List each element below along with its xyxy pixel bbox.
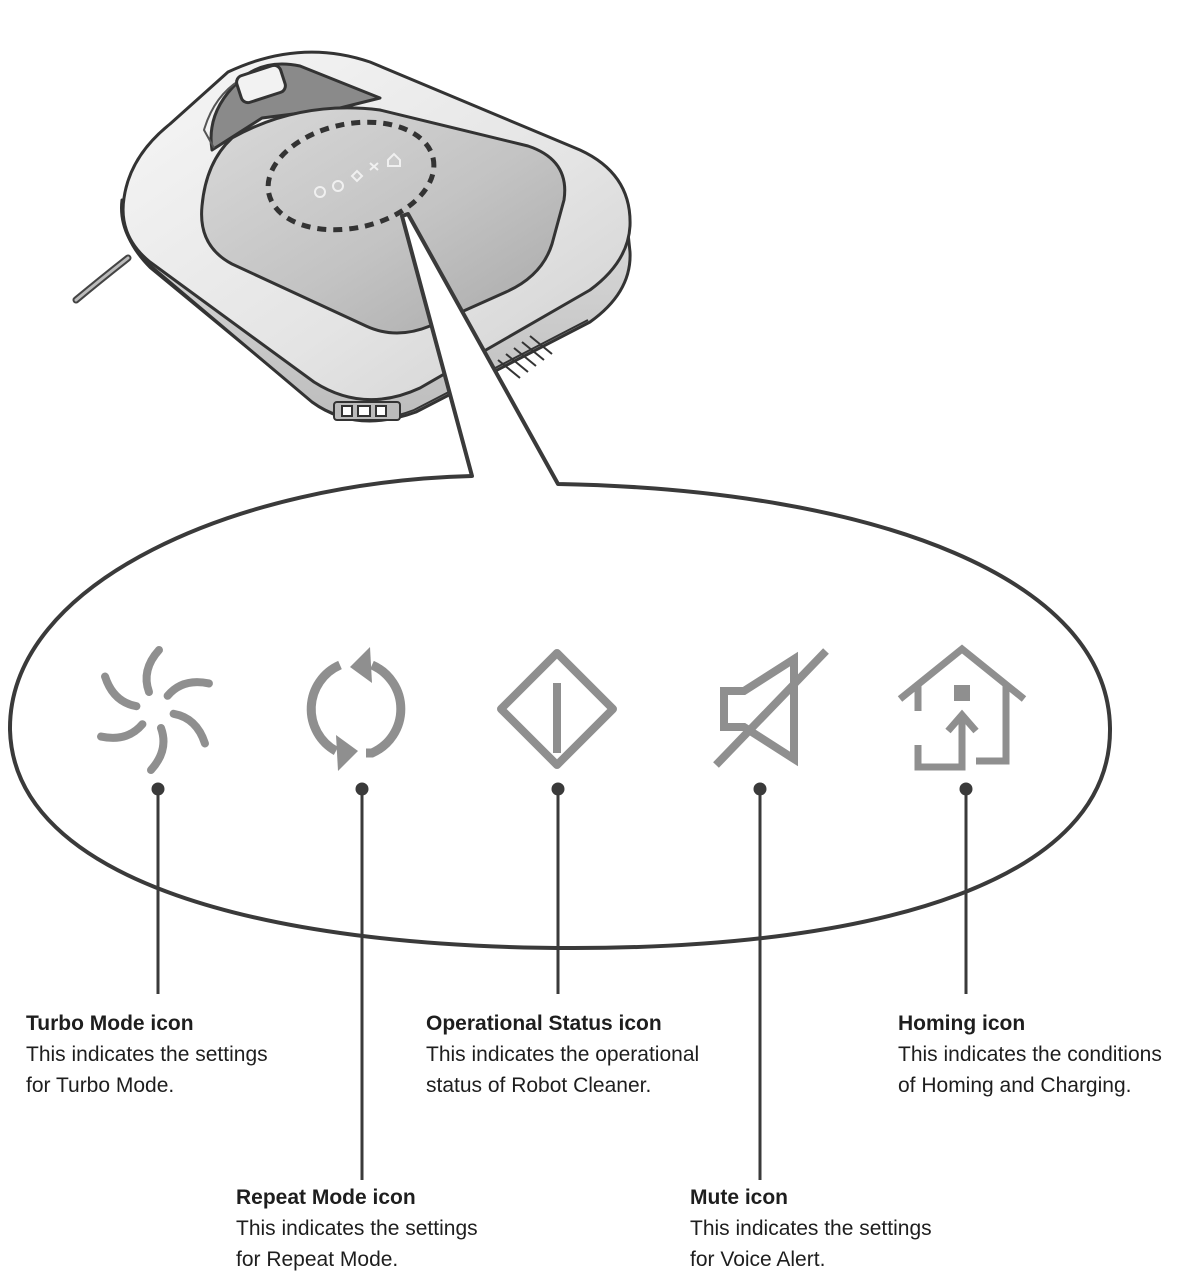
callout-bubble [7,212,1113,950]
robot-camera [235,63,287,105]
callout-outline [7,212,1113,950]
turbo-mode-label: Turbo Mode icon This indicates the setti… [26,1008,268,1101]
turbo-mode-desc-line2: for Turbo Mode. [26,1074,175,1097]
repeat-mode-icon [306,647,406,771]
mute-icon [713,648,829,768]
homing-desc-line2: of Homing and Charging. [898,1074,1132,1097]
homing-icon [897,644,1027,771]
operational-status-title: Operational Status icon [426,1012,662,1035]
bottom-connector [333,401,401,421]
operational-status-label: Operational Status icon This indicates t… [426,1008,699,1101]
repeat-mode-label: Repeat Mode icon This indicates the sett… [236,1182,478,1275]
homing-title: Homing icon [898,1012,1026,1035]
operational-status-icon [497,649,617,769]
mute-desc-line2: for Voice Alert. [690,1248,826,1271]
display-highlight [265,119,437,233]
operational-status-desc-line2: status of Robot Cleaner. [426,1074,652,1097]
turbo-mode-desc-line1: This indicates the settings [26,1043,268,1066]
repeat-mode-title: Repeat Mode icon [236,1186,416,1209]
mute-desc-line1: This indicates the settings [690,1217,932,1240]
mute-title: Mute icon [690,1186,788,1209]
repeat-mode-desc-line2: for Repeat Mode. [236,1248,399,1271]
mini-display-icons [314,152,401,198]
operational-status-desc-line1: This indicates the operational [426,1043,700,1066]
homing-desc-line1: This indicates the conditions [898,1043,1162,1066]
leader-lines [151,782,973,1180]
homing-label: Homing icon This indicates the condition… [898,1008,1162,1101]
vent-grill [497,335,553,379]
turbo-mode-icon [99,646,211,770]
repeat-mode-desc-line1: This indicates the settings [236,1217,478,1240]
turbo-mode-title: Turbo Mode icon [26,1012,194,1035]
robot-cleaner-illustration [72,50,632,423]
mute-label: Mute icon This indicates the settings fo… [690,1182,932,1275]
